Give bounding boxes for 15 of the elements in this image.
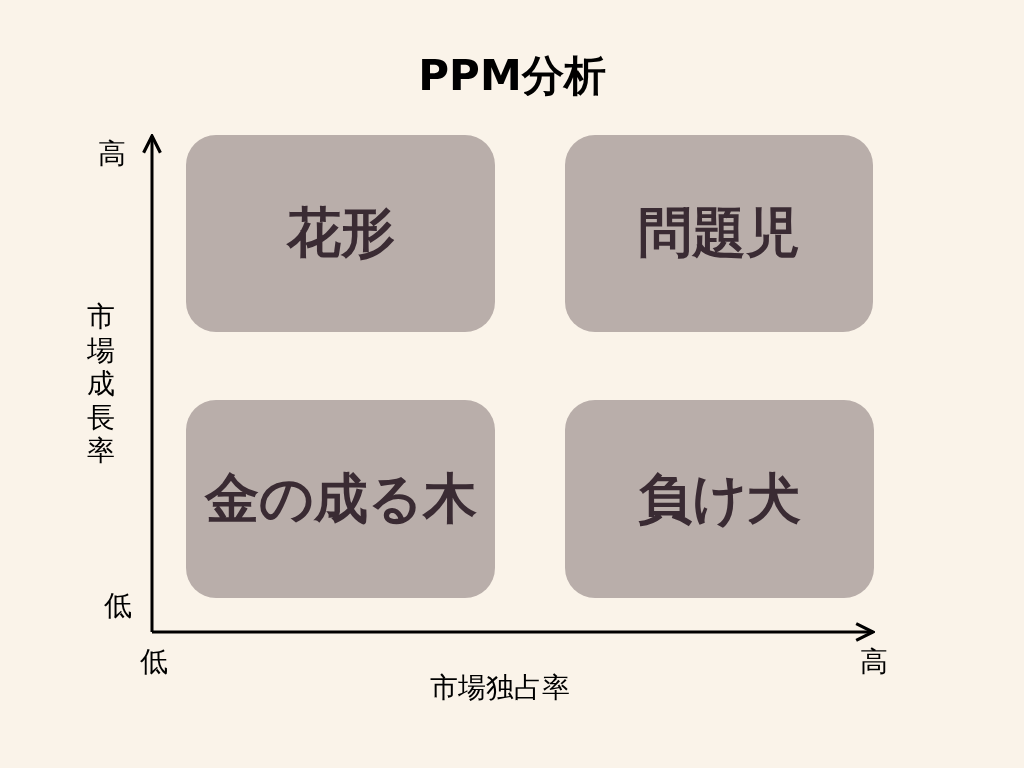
- axis-tick-label: 高: [98, 140, 126, 168]
- axis-title: 市場独占率: [430, 674, 570, 702]
- axis-tick-label: 低: [140, 648, 168, 676]
- axis-tick-label: 低: [104, 592, 132, 620]
- axis-title: 市場成長率: [86, 300, 116, 468]
- quadrant-label: 問題児: [638, 200, 800, 266]
- title: PPM分析: [418, 51, 606, 100]
- quadrant-label: 花形: [286, 200, 395, 266]
- quadrant-label: 金の成る木: [204, 465, 477, 532]
- quadrant-label: 負け犬: [638, 465, 801, 532]
- quadrant-box: [186, 135, 495, 332]
- quadrant-box: [565, 135, 873, 332]
- axis-tick-label: 高: [860, 648, 888, 676]
- quadrant-box: [565, 400, 874, 598]
- quadrant-box: [186, 400, 495, 598]
